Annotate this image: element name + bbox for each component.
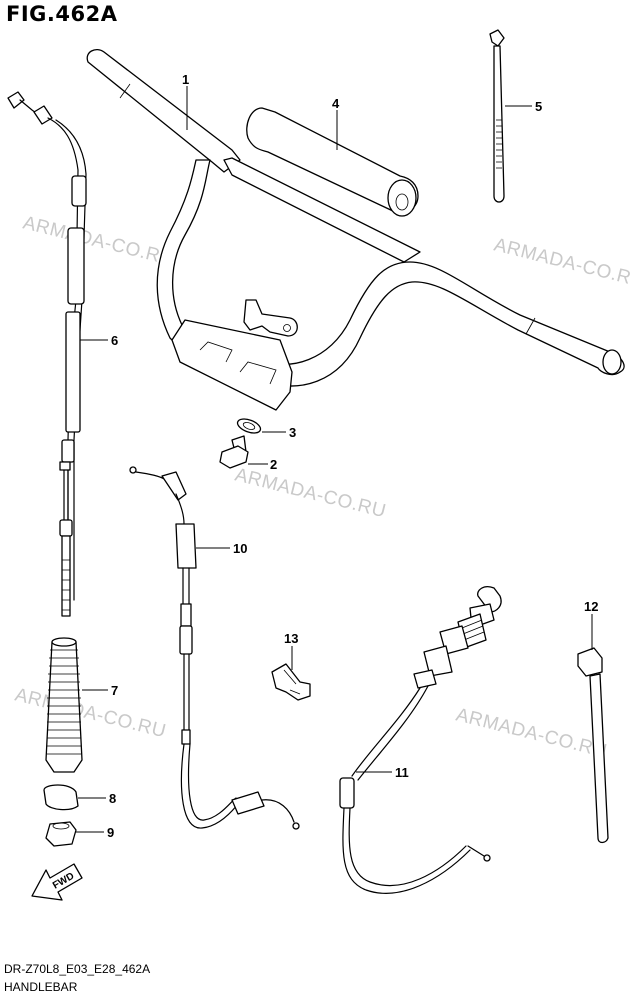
callout-3: 3: [289, 425, 296, 440]
callout-13: 13: [284, 631, 298, 646]
callout-11: 11: [395, 765, 409, 780]
cap-part: [43, 784, 79, 811]
watermark-3: ARMADA-CO.RU: [233, 464, 388, 522]
throttle-cable-part: [129, 466, 300, 830]
callout-2: 2: [270, 457, 277, 472]
cable-tie-part: [489, 29, 505, 203]
callouts: 1 2 3 4 5 6 7 8 9 10 11 12 13: [107, 72, 598, 840]
cable-clamp-part: [271, 663, 311, 701]
callout-12: 12: [584, 599, 598, 614]
figure-title: FIG.462A: [6, 2, 118, 26]
handlebar-part: [86, 48, 625, 411]
fwd-arrow-icon: FWD: [31, 863, 83, 901]
boot-part: [45, 637, 83, 773]
callout-5: 5: [535, 99, 542, 114]
watermark-2: ARMADA-CO.RU: [492, 234, 631, 292]
callout-4: 4: [332, 96, 340, 111]
watermark-5: ARMADA-CO.RU: [454, 704, 609, 762]
diagram-name: HANDLEBAR: [4, 980, 78, 994]
leader-lines: [76, 86, 593, 833]
bolt-part: [219, 435, 249, 469]
choke-cable-part: [339, 586, 502, 894]
callout-7: 7: [111, 683, 118, 698]
washer-part: [236, 418, 262, 434]
callout-1: 1: [182, 72, 189, 87]
handlebar-pad-part: [246, 107, 419, 217]
watermark-1: ARMADA-CO.RU: [21, 212, 176, 270]
callout-6: 6: [111, 333, 118, 348]
callout-10: 10: [233, 541, 247, 556]
diagram-code: DR-Z70L8_E03_E28_462A: [4, 962, 151, 976]
nut-part: [45, 821, 77, 847]
callout-9: 9: [107, 825, 114, 840]
callout-8: 8: [109, 791, 116, 806]
watermark-4: ARMADA-CO.RU: [13, 684, 168, 742]
clutch-cable-part: [7, 91, 87, 617]
watermarks: ARMADA-CO.RU ARMADA-CO.RU ARMADA-CO.RU A…: [13, 212, 631, 762]
cable-tie-2-part: [577, 647, 609, 844]
